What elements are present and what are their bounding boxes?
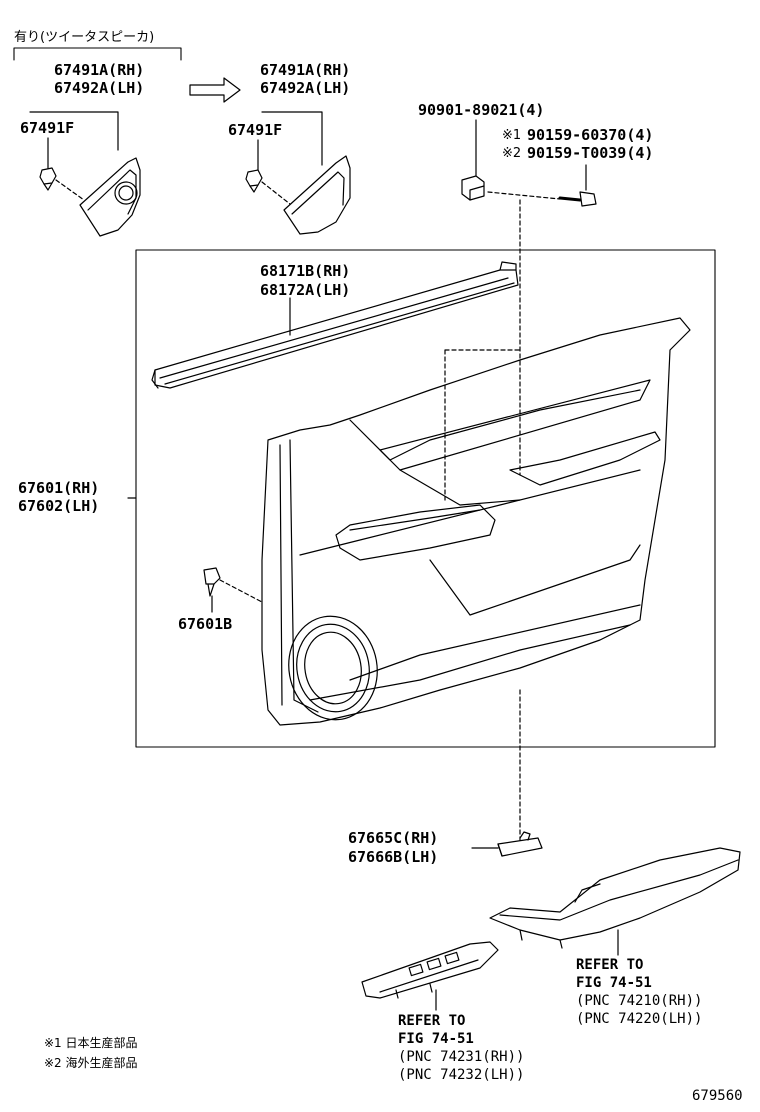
label-67601b: 67601B xyxy=(178,615,233,633)
switch-ref-line2: FIG 74-51 xyxy=(398,1031,474,1047)
tweeter-cover-left xyxy=(79,157,141,237)
footnote-2: ※2 海外生産部品 xyxy=(44,1056,138,1070)
label-67601: 67601(RH) xyxy=(18,479,100,497)
label-67602: 67602(LH) xyxy=(18,497,100,515)
label-67665c: 67665C(RH) xyxy=(348,829,439,847)
armrest-ref-line2: FIG 74-51 xyxy=(576,975,652,991)
label-67491a-right: 67491A(RH) xyxy=(260,61,351,79)
door-trim-panel xyxy=(261,317,691,726)
tweeter-cover-right xyxy=(283,155,351,235)
label-67491f-right: 67491F xyxy=(228,121,283,139)
armrest-ref-line1: REFER TO xyxy=(576,957,644,973)
armrest-upper xyxy=(489,847,741,949)
tweeter-note: 有り(ツイータスピーカ) xyxy=(14,30,155,45)
clip-90901 xyxy=(461,175,485,201)
screw-90159 xyxy=(487,191,597,207)
switch-pnc-rh: (PNC 74231(RH)) xyxy=(398,1049,525,1065)
footnote-1: ※1 日本生産部品 xyxy=(44,1036,138,1050)
label-67491f-left: 67491F xyxy=(20,119,75,137)
armrest-pnc-lh: (PNC 74220(LH)) xyxy=(576,1011,703,1027)
label-67492a-left: 67492A(LH) xyxy=(54,79,145,97)
armrest-pnc-rh: (PNC 74210(RH)) xyxy=(576,993,703,1009)
guide-switch-line xyxy=(444,349,521,501)
door-weatherstrip xyxy=(151,261,519,389)
label-screw-1: 90159-60370(4) xyxy=(527,126,654,144)
screw-mark-2: ※2 xyxy=(502,146,522,161)
tweeter-clip-right xyxy=(245,169,291,205)
label-90901: 90901-89021(4) xyxy=(418,101,545,119)
switch-pnc-lh: (PNC 74232(LH)) xyxy=(398,1067,525,1083)
switch-ref-line1: REFER TO xyxy=(398,1013,466,1029)
leader-67491a-left xyxy=(29,111,119,151)
figure-number: 679560 xyxy=(692,1088,743,1104)
screw-mark-1: ※1 xyxy=(502,128,522,143)
switch-base xyxy=(361,941,499,999)
cover-67665c xyxy=(497,831,543,857)
label-screw-2: 90159-T0039(4) xyxy=(527,144,654,162)
label-68172a: 68172A(LH) xyxy=(260,281,351,299)
trim-clip xyxy=(203,567,263,613)
arrow-icon xyxy=(189,77,241,103)
header-bracket xyxy=(13,47,182,61)
label-67666b: 67666B(LH) xyxy=(348,848,439,866)
label-67491a-left: 67491A(RH) xyxy=(54,61,145,79)
label-68171b: 68171B(RH) xyxy=(260,262,351,280)
tweeter-clip-left xyxy=(39,167,85,201)
leader-67491a-right xyxy=(261,111,323,166)
label-67492a-right: 67492A(LH) xyxy=(260,79,351,97)
